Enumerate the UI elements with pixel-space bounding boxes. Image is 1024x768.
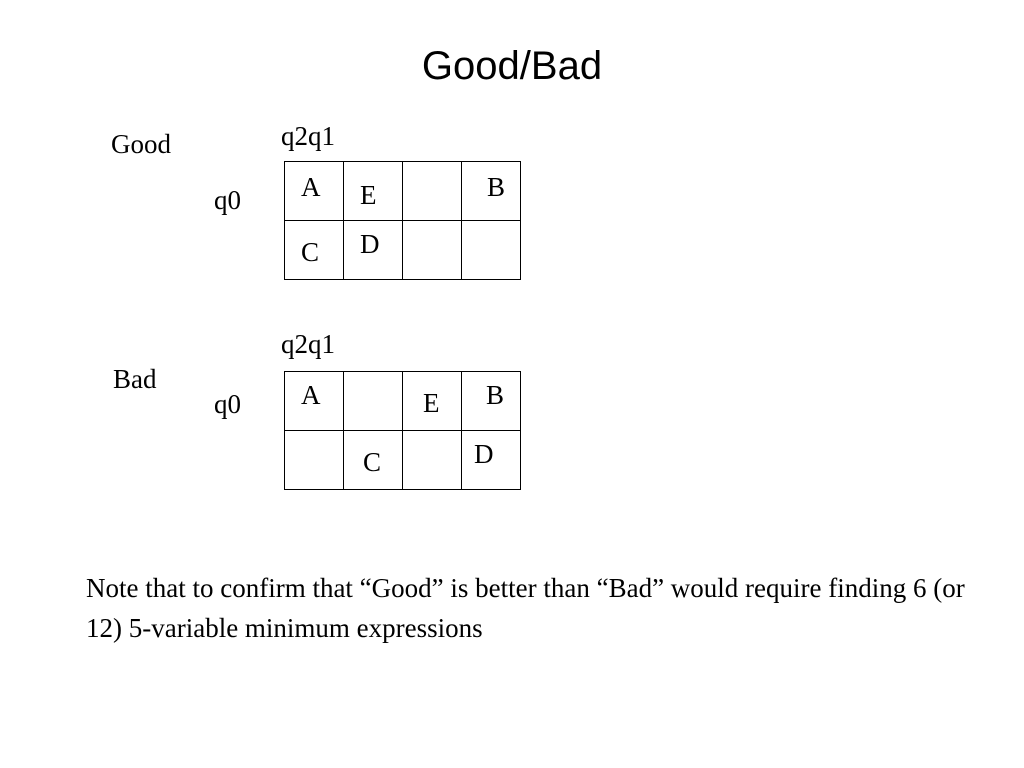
good-cell-r1c3 (461, 220, 521, 280)
good-cell-r1c0: C (284, 220, 344, 280)
bad-cell-r0c0: A (284, 371, 344, 431)
bad-cell-r0c3: B (461, 371, 521, 431)
bad-cell-r1c2 (402, 430, 462, 490)
good-cell-r0c1: E (343, 161, 403, 221)
bad-cell-letter: E (423, 388, 440, 418)
good-cell-r0c0: A (284, 161, 344, 221)
bad-karnaugh-map: A E B C D (284, 371, 521, 490)
footnote-text: Note that to confirm that “Good” is bett… (86, 573, 965, 643)
good-map-label: Good (111, 129, 171, 159)
good-cell-letter: E (360, 180, 377, 210)
good-cell-r0c2 (402, 161, 462, 221)
good-row-label: q0 (214, 185, 241, 215)
bad-cell-letter: A (301, 380, 321, 410)
bad-cell-r1c3: D (461, 430, 521, 490)
good-cell-r0c3: B (461, 161, 521, 221)
good-cell-r1c1: D (343, 220, 403, 280)
bad-cell-r1c1: C (343, 430, 403, 490)
bad-cell-letter: D (474, 439, 494, 469)
good-col-label: q2q1 (281, 121, 335, 151)
good-cell-letter: C (301, 237, 320, 267)
slide-title: Good/Bad (421, 44, 603, 88)
good-cell-r1c2 (402, 220, 462, 280)
good-cell-letter: B (487, 172, 506, 202)
good-cell-letter: D (360, 229, 380, 259)
good-cell-letter: A (301, 172, 321, 202)
bad-cell-letter: C (363, 447, 382, 477)
bad-cell-r1c0 (284, 430, 344, 490)
bad-map-label: Bad (113, 364, 157, 394)
good-karnaugh-map: A E B C D (284, 161, 521, 280)
bad-col-label: q2q1 (281, 329, 335, 359)
bad-row-label: q0 (214, 389, 241, 419)
bad-cell-letter: B (486, 380, 505, 410)
bad-cell-r0c1 (343, 371, 403, 431)
bad-cell-r0c2: E (402, 371, 462, 431)
